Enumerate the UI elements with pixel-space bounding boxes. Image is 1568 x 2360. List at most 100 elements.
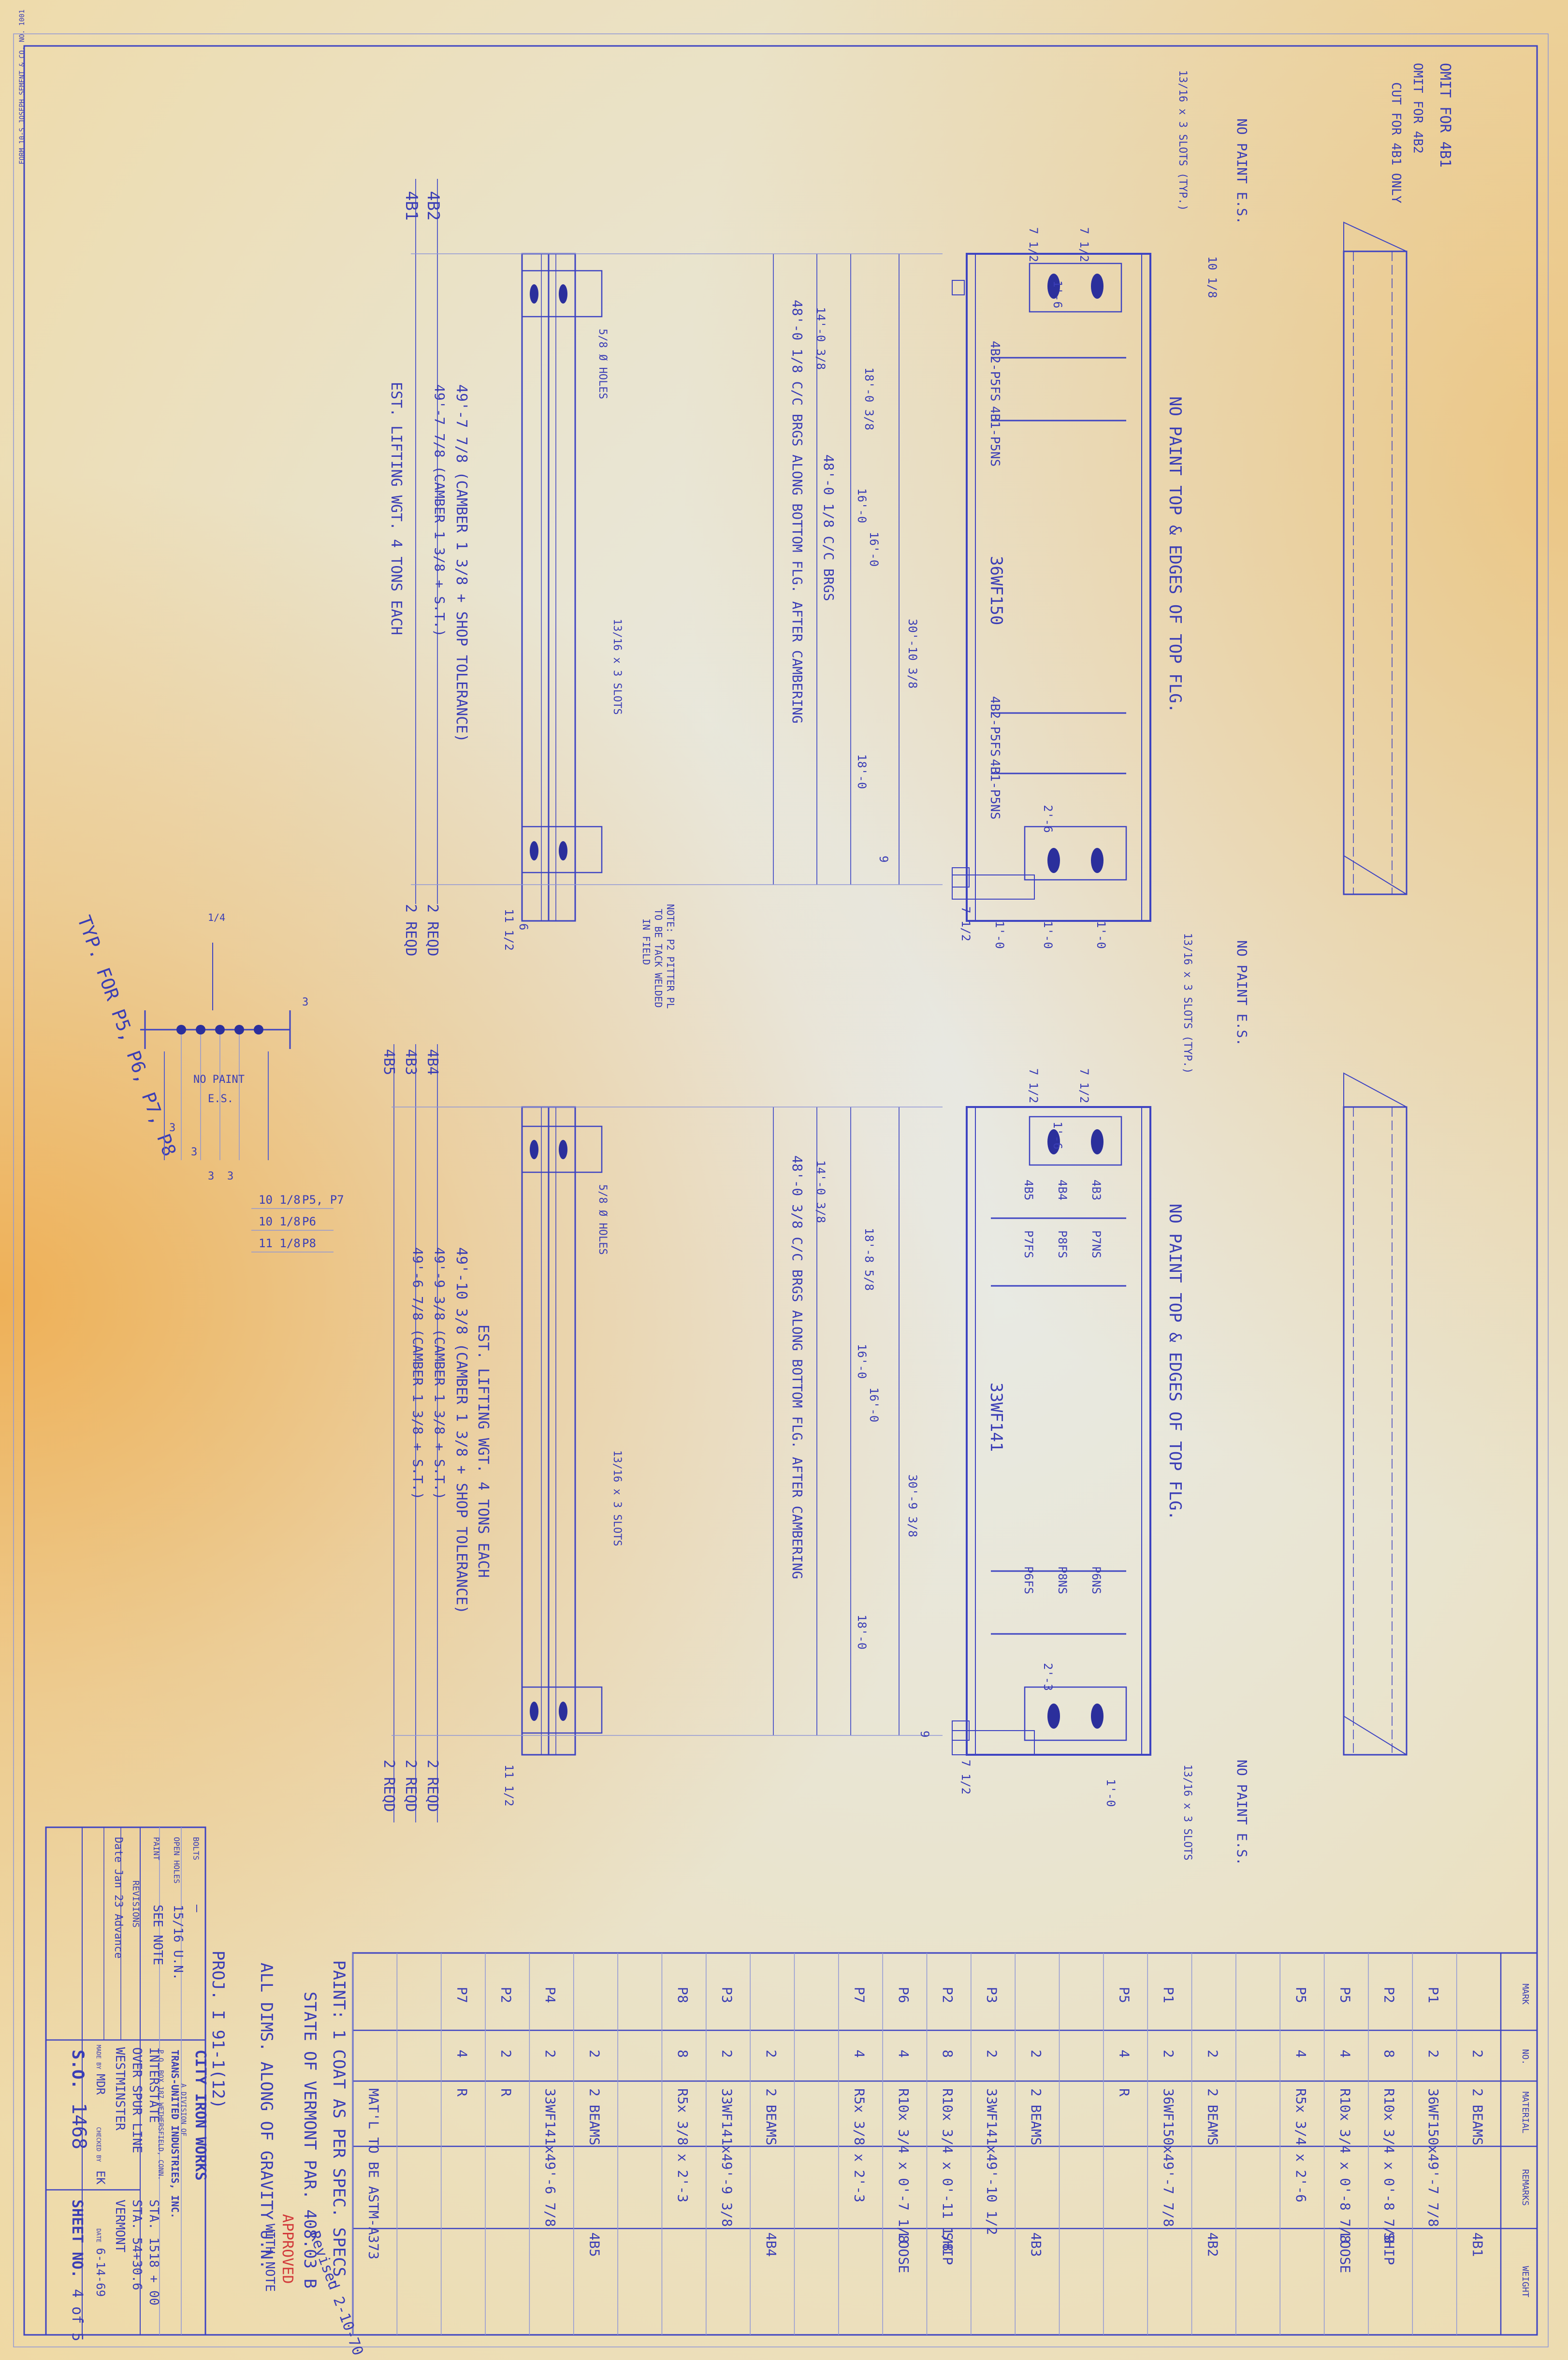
bom-row-remarks: SHIP: [940, 2232, 956, 2265]
stiffener-col-mark: 4B3: [1089, 1180, 1103, 1200]
no-paint-top-note: NO PAINT TOP & EDGES OF TOP FLG.: [1165, 396, 1185, 713]
note-tack-welded: TO BE TACK WELDED: [653, 909, 664, 1008]
bom-row-no: 2: [498, 2050, 514, 2058]
drawn-by-label: MADE BY: [95, 2045, 102, 2069]
date-label: DATE: [95, 2229, 102, 2243]
bom-row-material: R10x 3/4 x 0'-11 1/8: [940, 2088, 956, 2251]
bom-row-mark: P7: [454, 1987, 470, 2003]
detail-dim: 3: [302, 996, 308, 1008]
bearing-plate-top-1: [1029, 262, 1122, 313]
bolts-value: —: [190, 1905, 204, 1912]
bom-row-mark: P2: [498, 1987, 514, 2003]
bom-row-no: 4: [1117, 2050, 1132, 2058]
lift-weight-top: EST. LIFTING WGT. 4 TONS EACH: [388, 382, 405, 635]
omit-4b1: OMIT FOR 4B1: [1437, 63, 1453, 168]
bom-row-no: 4: [1337, 2050, 1353, 2058]
note-dims: ALL DIMS. ALONG OF GRAVITY U.N.: [257, 1963, 276, 2270]
so-value: 1468: [68, 2103, 90, 2149]
detail-table-size: 10 1/8: [259, 1215, 301, 1228]
detail-es: E.S.: [208, 1093, 233, 1105]
bom-row-remarks: 4B3: [1028, 2232, 1044, 2257]
revisions-value: Date Jan 23 Advance: [112, 1837, 124, 1959]
dimension-label: 7 1/2: [1027, 227, 1040, 262]
state-name: VERMONT: [113, 2200, 127, 2253]
slot-2: [1091, 274, 1103, 299]
bom-row-no: 8: [940, 2050, 956, 2058]
bom-row-material: 33WF141x49'-10 1/2: [984, 2088, 1000, 2235]
bom-row-mark: P5: [1293, 1987, 1309, 2003]
bom-row-remarks: 4B2: [1205, 2232, 1220, 2257]
bom-row-material: 36WF150x49'-7 7/8: [1425, 2088, 1441, 2227]
bom-row-no: 2: [763, 2050, 779, 2058]
bom-row-mark: P1: [1425, 1987, 1441, 2003]
general-notes: PAINT: 1 COAT AS PER SPEC. SPECS. STATE …: [208, 1951, 348, 2288]
no-paint-es-bottom: NO PAINT E.S.: [1234, 1760, 1250, 1865]
omit-4b2: OMIT FOR 4B2: [1410, 63, 1425, 154]
dimension-label: 1'-0: [993, 921, 1006, 949]
dimension-label: 18'-0 3/8: [862, 367, 876, 430]
brg-cc-top: 48'-0 1/8 C/C BRGS: [821, 454, 837, 601]
bom-row-mark: P3: [719, 1987, 735, 2003]
beam-top-group: 4B1 4B2 2 REQD 2 REQD 49'-7 7/8 (CAMBER …: [388, 63, 1453, 1074]
bom-header-no: NO.: [1520, 2049, 1530, 2065]
bom-header-remarks: REMARKS: [1520, 2169, 1530, 2206]
bom-row-material: 36WF150x49'-7 7/8: [1161, 2088, 1176, 2227]
checked-by-label: CHECKED BY: [95, 2127, 102, 2162]
reqd-4b3: 2 REQD: [402, 1760, 419, 1812]
dimension-label: 7 1/2: [1077, 227, 1091, 262]
open-holes-label: OPEN HOLES: [172, 1837, 181, 1883]
dimension-label: 30'-10 3/8: [906, 619, 919, 689]
bolts-label: BOLTS: [191, 1837, 201, 1860]
length-4b4: 49'-9 3/8 (CAMBER 1 3/8 + S.T.): [432, 1247, 448, 1500]
slots-mid-top: 13/16 x 3 SLOTS: [611, 619, 623, 715]
bom-row-material: R5x 3/8 x 2'-3: [675, 2088, 691, 2202]
detail-table-plates: P8: [302, 1237, 316, 1250]
bill-of-materials: MARK NO. MATERIAL REMARKS WEIGHT 22 BEAM…: [352, 1952, 1538, 2336]
detail-dim: 3: [208, 1170, 214, 1182]
bom-row-mark: P2: [940, 1987, 956, 2003]
section-33wf141: 33WF141: [987, 1383, 1006, 1452]
dimension-label: 10 1/8: [1205, 256, 1219, 298]
bom-row-material: 2 BEAMS: [763, 2088, 779, 2145]
bom-row-no: 4: [851, 2050, 867, 2058]
bom-row-no: 4: [1293, 2050, 1309, 2058]
stiffener-col-a: P8FS: [1056, 1230, 1069, 1258]
dimension-label: 16'-0: [867, 532, 881, 567]
length-4b3: 49'-10 3/8 (CAMBER 1 3/8 + SHOP TOLERANC…: [453, 1247, 470, 1614]
drawn-by: MDR: [94, 2074, 107, 2095]
bom-row-material: R5x 3/4 x 2'-6: [1293, 2088, 1309, 2202]
bom-row-material: R: [454, 2088, 470, 2097]
dimension-label: 18'-0: [855, 1615, 869, 1649]
company-address: P.O. BOX 187 WETHERSFIELD, CONN.: [157, 2050, 164, 2180]
bom-row-remarks: 4B4: [763, 2232, 779, 2257]
reqd-4b2: 2 REQD: [424, 904, 441, 956]
bom-row-no: 2: [542, 2050, 558, 2058]
dimension-label: 11 1/2: [502, 909, 516, 951]
beam-bottom-elevation: [966, 1106, 1151, 1756]
dimension-label: 7 1/2: [1027, 1068, 1040, 1103]
lift-weight-bottom: EST. LIFTING WGT. 4 TONS EACH: [475, 1325, 492, 1578]
stiffener-detail: TYP. FOR P5, P6, P7, P8 NO PAINT E.S. 1/…: [73, 912, 344, 1253]
bom-row-mark: P5: [1337, 1987, 1353, 2003]
no-paint-es-top-2: NO PAINT E.S.: [1234, 940, 1250, 1046]
bom-header-mark: MARK: [1520, 1983, 1530, 2005]
detail-table-plates: P6: [302, 1215, 316, 1228]
bom-row-material: 2 BEAMS: [586, 2088, 602, 2145]
stiffener-label-3: 4B2-P5FS: [987, 696, 1002, 757]
title-block: BOLTS — OPEN HOLES 15/16 U.N. PAINT SEE …: [45, 1826, 209, 2341]
bom-row-material: R: [498, 2088, 514, 2097]
dimension-label: 1'-0: [1104, 1779, 1118, 1807]
detail-table-size: 11 1/8: [259, 1237, 301, 1250]
date-value: 6-14-69: [94, 2248, 107, 2297]
dimension-label: 16'-0: [855, 1344, 869, 1379]
revisions-label: REVISIONS: [131, 1880, 141, 1928]
mark-4b4: 4B4: [424, 1049, 441, 1075]
reqd-4b1: 2 REQD: [402, 904, 419, 956]
holes-bottom: 5/8 Ø HOLES: [596, 1184, 609, 1255]
dimension-label: 6: [517, 923, 530, 930]
bom-row-remarks: 4B1: [1469, 2232, 1485, 2257]
bom-row-material: 2 BEAMS: [1205, 2088, 1220, 2145]
bom-row-no: 2: [586, 2050, 602, 2058]
bom-row-no: 2: [1205, 2050, 1220, 2058]
note-pitter-pl: NOTE: P2 PITTER PL: [665, 904, 676, 1009]
